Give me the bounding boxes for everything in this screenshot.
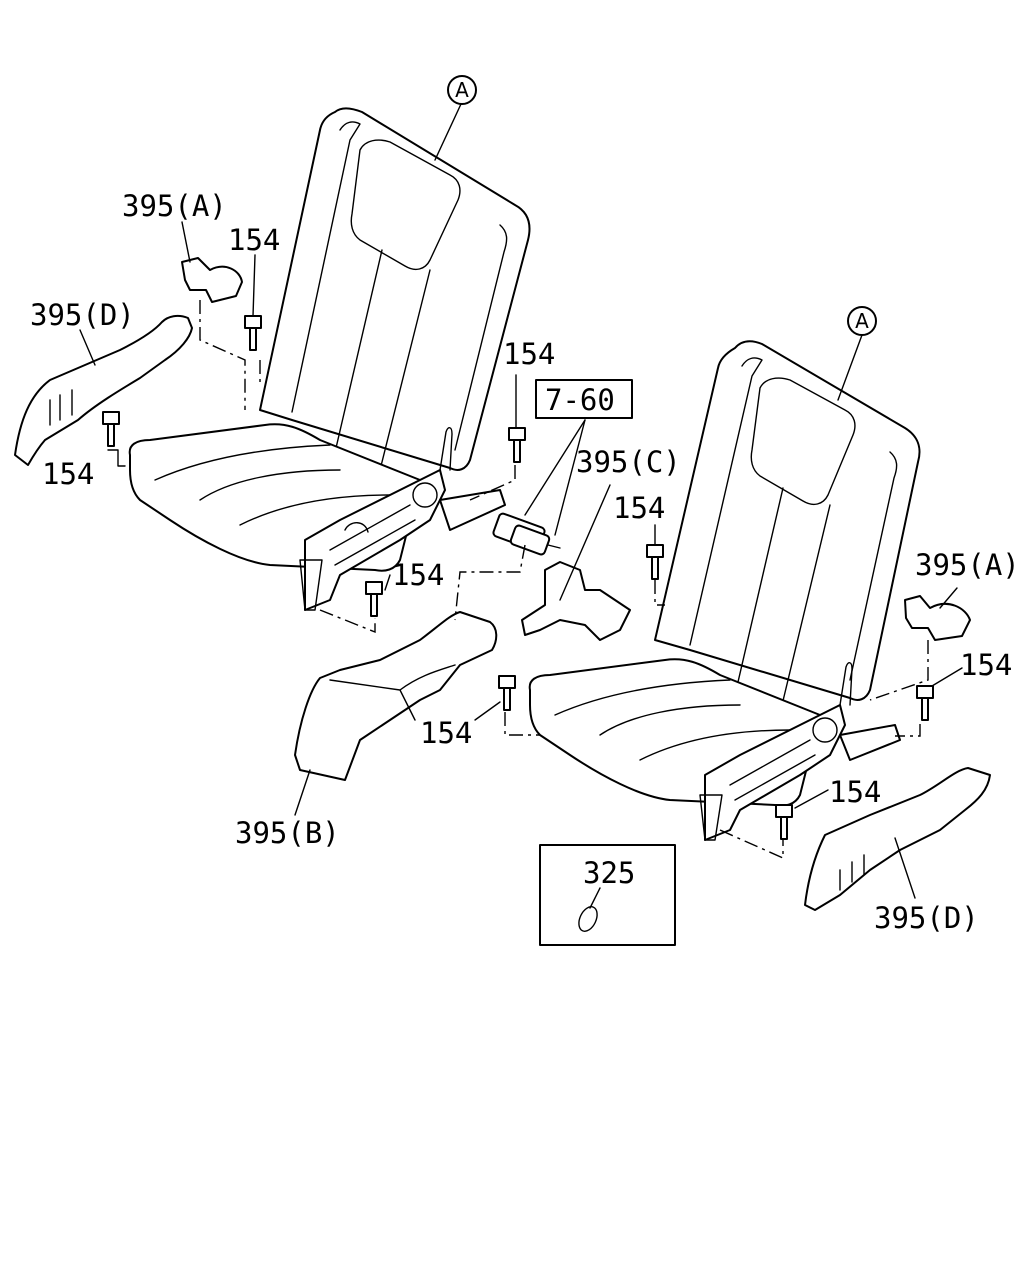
callout-a-right: A: [847, 306, 877, 336]
ref-7-60-label: 7-60: [545, 383, 615, 417]
bolt-154: [508, 427, 526, 463]
label-395a: 395(A): [915, 548, 1020, 582]
plug-325-icon: [578, 906, 598, 932]
label-154: 154: [420, 716, 472, 750]
leader-lines: [79, 103, 963, 909]
bolt-154: [102, 411, 120, 447]
bolt-154: [916, 685, 934, 721]
part-labels: 395(A) 154 395(D) 154 154 395(C) 154 154…: [30, 189, 1020, 935]
part-325-box: 325: [539, 844, 676, 946]
label-154: 154: [228, 223, 280, 257]
label-395a: 395(A): [122, 189, 227, 223]
label-154: 154: [42, 457, 94, 491]
callout-a-left: A: [447, 75, 477, 105]
bolt-154: [646, 544, 664, 580]
trim-395d-right: [804, 767, 991, 911]
trim-395a-left: [181, 257, 243, 303]
part-325-label: 325: [583, 856, 635, 890]
trim-395d-left: [14, 314, 193, 466]
trim-395c: [521, 561, 631, 641]
seat-belt-buckle: [492, 512, 561, 556]
ref-box-7-60: 7-60: [535, 379, 633, 419]
bolt-154: [244, 315, 262, 351]
label-395d: 395(D): [874, 901, 979, 935]
label-395c: 395(C): [576, 445, 681, 479]
left-seat: [128, 107, 531, 611]
bolt-group: [102, 315, 934, 840]
label-395d: 395(D): [30, 298, 135, 332]
trim-395b: [294, 611, 498, 781]
label-154: 154: [829, 775, 881, 809]
label-154: 154: [503, 337, 555, 371]
bolt-154: [775, 804, 793, 840]
label-154: 154: [960, 648, 1012, 682]
bolt-154: [498, 675, 516, 711]
bolt-154: [365, 581, 383, 617]
callout-a-label: A: [455, 78, 469, 102]
trim-395a-right: [904, 595, 971, 641]
callout-a-label: A: [855, 309, 869, 333]
label-154: 154: [613, 491, 665, 525]
assembly-lines: [199, 300, 929, 860]
label-154: 154: [392, 558, 444, 592]
label-395b: 395(B): [235, 816, 340, 850]
